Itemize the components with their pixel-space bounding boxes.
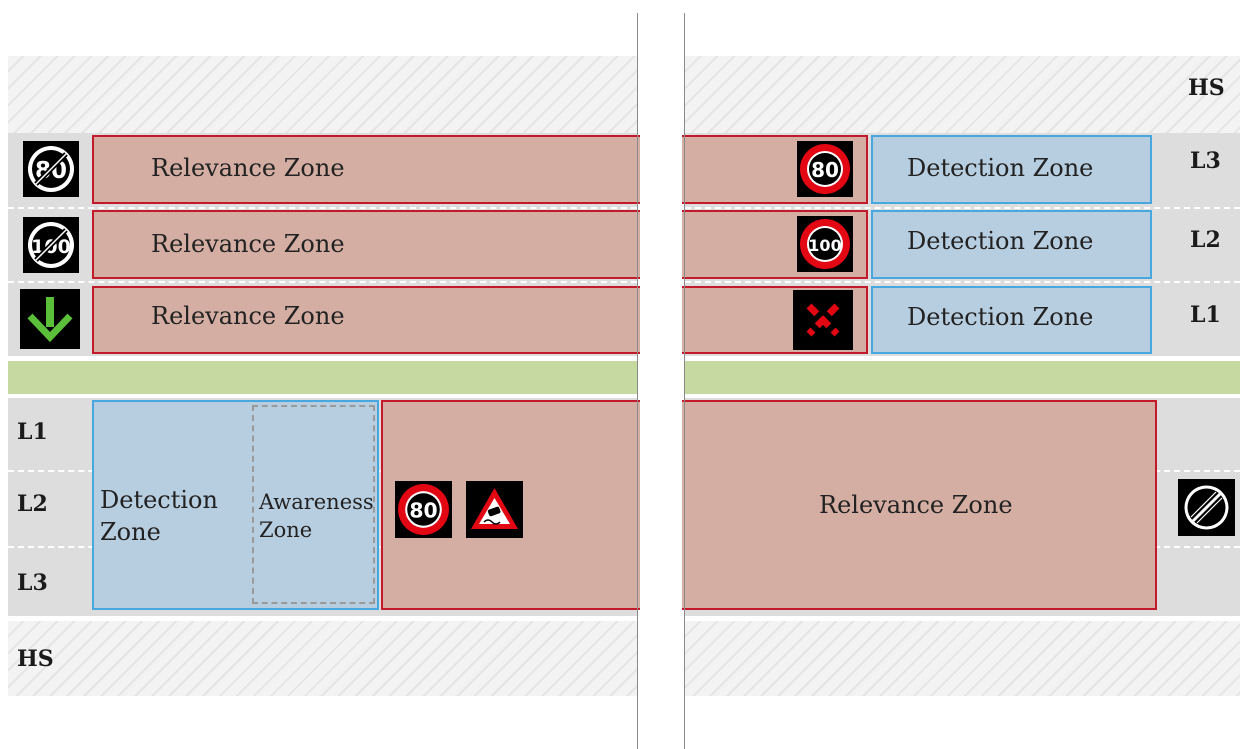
- svg-text:80: 80: [811, 158, 839, 182]
- upper-lane-divider-1: [8, 207, 637, 209]
- detection-zone-upper-l2: [871, 210, 1152, 279]
- detection-zone-lower-label-line1: Detection: [100, 486, 218, 514]
- detection-zone-label-l3: Detection Zone: [907, 154, 1094, 182]
- slippery-road-warning-icon: [466, 481, 523, 538]
- lower-hard-shoulder-right: [685, 621, 1240, 696]
- end-speed-limit-80-sign-icon: 80: [23, 141, 79, 197]
- green-down-arrow-icon: [20, 289, 80, 349]
- awareness-zone-label-line2: Zone: [259, 518, 313, 542]
- awareness-zone-label-line1: Awareness: [259, 490, 374, 514]
- relevance-zone-lower-label: Relevance Zone: [819, 491, 1013, 519]
- speed-limit-80-sign-icon: 80: [797, 141, 853, 197]
- awareness-zone-lower: [252, 405, 375, 604]
- detection-zone-lower-label-line2: Zone: [100, 518, 161, 546]
- svg-text:100: 100: [808, 236, 841, 255]
- upper-lane-label-l2: L2: [1190, 227, 1221, 253]
- lower-hard-shoulder-left: [8, 621, 637, 696]
- section-cut-line-left: [637, 13, 638, 749]
- detection-zone-label-l1: Detection Zone: [907, 303, 1094, 331]
- section-cut-line-right: [684, 13, 685, 749]
- median-strip-left: [8, 361, 637, 394]
- relevance-zone-upper-l1-left: [92, 286, 640, 354]
- detection-zone-label-l2: Detection Zone: [907, 227, 1094, 255]
- speed-limit-80-sign-icon: 80: [395, 481, 452, 538]
- lower-lane-label-l1: L1: [17, 419, 48, 445]
- relevance-zone-label-l3: Relevance Zone: [151, 154, 345, 182]
- relevance-zone-lower-right: [682, 400, 1157, 610]
- detection-zone-upper-l3: [871, 135, 1152, 204]
- upper-hard-shoulder-left: [8, 56, 637, 133]
- detection-zone-upper-l1: [871, 286, 1152, 354]
- relevance-zone-upper-l3-left: [92, 135, 640, 204]
- detection-zone-lower: [92, 400, 379, 610]
- lower-lane-label-l2: L2: [17, 491, 48, 517]
- red-x-lane-closed-icon: [793, 290, 853, 350]
- svg-text:80: 80: [409, 499, 437, 523]
- upper-lane-divider-2: [8, 281, 637, 283]
- upper-lane-divider-1b: [685, 207, 1240, 209]
- lower-shoulder-label: HS: [17, 646, 54, 672]
- upper-shoulder-label: HS: [1188, 75, 1225, 101]
- relevance-zone-label-l2: Relevance Zone: [151, 230, 345, 258]
- median-strip-right: [685, 361, 1240, 394]
- speed-limit-100-sign-icon: 100: [797, 216, 853, 272]
- relevance-zone-label-l1: Relevance Zone: [151, 302, 345, 330]
- lower-lane-label-l3: L3: [17, 570, 48, 596]
- end-speed-limit-100-sign-icon: 100: [23, 217, 79, 273]
- upper-lane-divider-2b: [685, 281, 1240, 283]
- end-of-all-restrictions-icon: [1178, 479, 1235, 536]
- upper-hard-shoulder-right: [685, 56, 1240, 133]
- upper-lane-label-l3: L3: [1190, 148, 1221, 174]
- upper-lane-label-l1: L1: [1190, 302, 1221, 328]
- relevance-zone-upper-l2-left: [92, 210, 640, 279]
